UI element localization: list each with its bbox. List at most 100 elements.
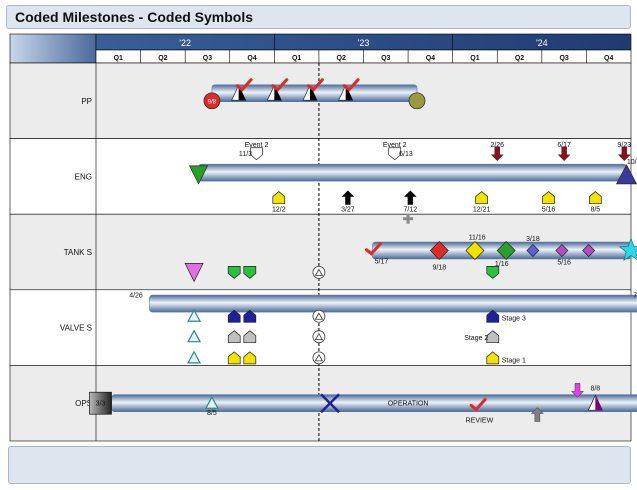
milestone-arrow-down	[490, 146, 504, 162]
milestone-label: REVIEW	[466, 417, 494, 424]
milestone-check	[271, 78, 289, 92]
milestone-label: 4/26	[129, 293, 143, 300]
milestone-label: Stage 3	[502, 315, 526, 322]
milestone-label: 11/3	[239, 151, 252, 158]
milestone-circle	[203, 92, 221, 110]
milestone-half-fill	[595, 395, 603, 411]
milestone-label: 10/30	[627, 159, 637, 166]
milestone-x-b	[320, 393, 340, 414]
milestone-label: 5/16	[557, 259, 571, 266]
milestone-house-down	[388, 147, 402, 161]
quarter-label: Q2	[515, 55, 524, 62]
title-box: Coded Milestones - Coded Symbols	[6, 5, 631, 29]
milestone-label: Event 2	[245, 142, 269, 149]
quarter-label: Q4	[247, 55, 256, 62]
quarter-label: Q1	[114, 55, 123, 62]
milestone-arrow-down	[571, 383, 584, 398]
milestone-diamond-small	[526, 243, 540, 257]
quarter-label: Q2	[337, 55, 346, 62]
milestone-house	[227, 351, 241, 365]
milestone-label: 5/17	[375, 259, 389, 266]
milestone-arrow-down	[557, 146, 571, 162]
milestone-inner-triangle	[314, 268, 324, 276]
quarter-label: Q1	[292, 55, 301, 62]
task-bar	[198, 163, 627, 182]
quarter-label: Q1	[470, 55, 479, 62]
milestone-inner-triangle	[314, 354, 324, 362]
task-bar	[111, 394, 637, 412]
milestone-inner-triangle	[314, 312, 324, 320]
milestone-arrow-up	[341, 190, 355, 205]
milestone-house	[272, 191, 286, 204]
milestone-label: 6/17	[557, 142, 571, 149]
milestone-check	[469, 397, 487, 412]
milestone-house	[243, 351, 257, 365]
row-label: OPS	[75, 399, 92, 408]
footer-panel	[8, 446, 631, 484]
milestone-house	[227, 309, 241, 323]
milestone-label: 12/21	[473, 206, 491, 213]
quarter-label: Q3	[203, 55, 212, 62]
milestone-check	[364, 242, 382, 256]
header-corner	[9, 33, 97, 64]
milestone-label: 9/23	[618, 142, 632, 149]
milestone-arrow-down	[617, 146, 631, 162]
page-title: Coded Milestones - Coded Symbols	[15, 9, 254, 25]
milestone-house	[227, 330, 241, 344]
quarter-label: Q3	[559, 55, 568, 62]
milestone-house	[486, 330, 500, 344]
milestone-label: 7/12	[404, 206, 418, 213]
quarter-label: Q4	[426, 55, 435, 62]
milestone-label: 12/2	[272, 206, 286, 213]
milestone-symbol-label: 9/8	[208, 99, 217, 105]
milestone-triangle-down	[188, 165, 209, 185]
milestone-house-down	[243, 266, 257, 279]
milestone-label: Stage 1	[502, 358, 526, 365]
milestone-triangle-outline	[187, 309, 202, 322]
milestone-plus-h	[403, 217, 414, 221]
milestone-house-down	[250, 147, 263, 161]
milestone-square	[89, 391, 112, 415]
year-label: '23	[358, 38, 370, 48]
milestone-diamond	[465, 240, 485, 260]
milestone-label: 8/5	[590, 206, 600, 213]
milestone-house	[588, 191, 602, 204]
row-label: PP	[81, 97, 92, 106]
year-label: '22	[179, 38, 191, 48]
row-label: VALVE S	[60, 324, 92, 333]
milestone-house	[486, 309, 500, 323]
milestone-label: 3/18	[526, 236, 540, 243]
milestone-label: 7/10	[633, 293, 637, 300]
milestone-house-down	[486, 266, 500, 279]
milestone-label: 9/18	[432, 265, 446, 272]
row-label: TANK S	[64, 248, 92, 257]
milestone-label: 5/16	[542, 206, 556, 213]
milestone-house-down	[227, 266, 241, 279]
milestone-triangle-outline	[204, 395, 219, 409]
milestone-triangle-down	[184, 263, 204, 283]
task-bar	[149, 294, 637, 313]
milestone-check	[235, 78, 253, 92]
milestone-label: Stage 2	[464, 335, 488, 342]
milestone-triangle-outline	[187, 329, 202, 343]
milestone-triangle-outline	[187, 350, 202, 364]
milestone-house	[475, 191, 488, 204]
quarter-label: Q3	[381, 55, 390, 62]
milestone-diamond	[496, 240, 516, 260]
milestone-label: 2/26	[490, 142, 504, 149]
milestone-diamond-small	[555, 243, 569, 257]
year-label: '24	[536, 38, 548, 48]
quarter-label: Q2	[158, 55, 167, 62]
milestone-house	[486, 351, 500, 365]
milestone-check	[306, 78, 324, 92]
quarter-label: Q4	[604, 55, 613, 62]
row-label: ENG	[75, 172, 92, 181]
milestone-diamond-small	[582, 243, 596, 257]
milestone-triangle	[615, 164, 637, 185]
milestone-house	[243, 309, 257, 323]
milestone-arrow-up	[530, 407, 544, 422]
milestone-label: 6/13	[399, 151, 413, 158]
milestone-label: Event 2	[383, 142, 407, 149]
milestone-label: 8/5	[207, 410, 217, 417]
